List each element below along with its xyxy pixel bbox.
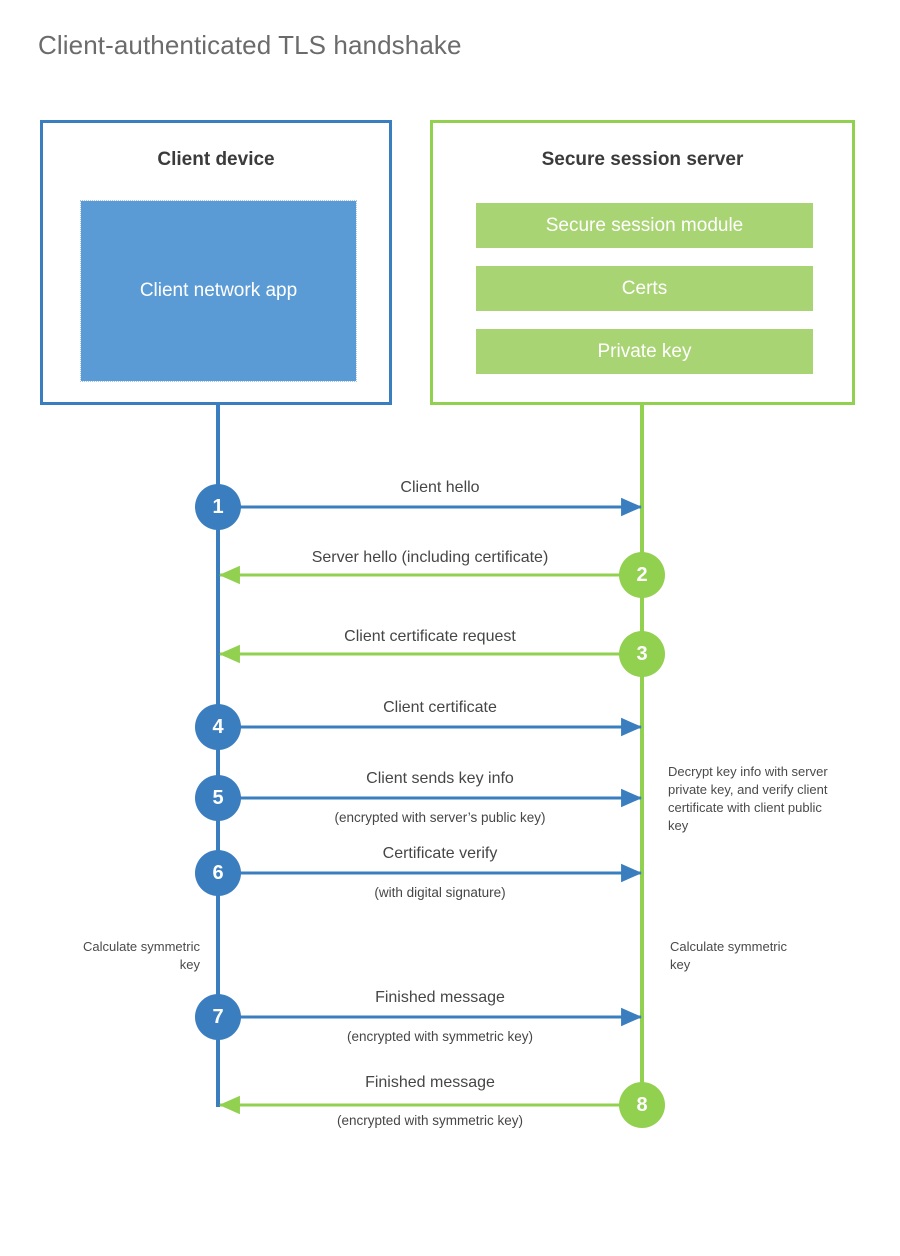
note-server-calculate-symmetric-key: Calculate symmetric key (670, 939, 788, 972)
note-server-decrypt: Decrypt key info with server private key… (668, 764, 828, 833)
step-circle-5[interactable]: 5 (195, 775, 241, 821)
server-module-secure-session-module: Secure session module (476, 203, 813, 248)
message-label-step-8: Finished message (365, 1074, 495, 1091)
message-label-step-6: Certificate verify (382, 845, 498, 862)
message-sublabel-step-8: (encrypted with symmetric key) (336, 1113, 524, 1128)
step-circle-4[interactable]: 4 (195, 704, 241, 750)
message-label-step-7: Finished message (375, 989, 505, 1006)
step-circle-3[interactable]: 3 (619, 631, 665, 677)
step-circle-2[interactable]: 2 (619, 552, 665, 598)
server-module-private-key: Private key (476, 329, 813, 374)
step-circle-8[interactable]: 8 (619, 1082, 665, 1128)
message-label-step-2: Server hello (including certificate) (311, 549, 549, 566)
server-module-certs: Certs (476, 266, 813, 311)
step-circle-7[interactable]: 7 (195, 994, 241, 1040)
client-device-box: Client device Client network app (40, 120, 392, 405)
message-sublabel-step-6: (with digital signature) (374, 885, 506, 900)
message-label-step-4: Client certificate (383, 699, 497, 716)
message-label-step-5: Client sends key info (366, 770, 514, 787)
client-network-app-block: Client network app (80, 200, 357, 382)
message-label-step-3: Client certificate request (344, 628, 516, 645)
secure-session-server-title: Secure session server (541, 149, 744, 170)
note-client-calculate-symmetric-key: Calculate symmetric key (82, 939, 200, 972)
message-label-step-1: Client hello (400, 479, 480, 496)
client-device-title: Client device (157, 149, 275, 170)
step-circle-6[interactable]: 6 (195, 850, 241, 896)
step-circle-1[interactable]: 1 (195, 484, 241, 530)
message-sublabel-step-7: (encrypted with symmetric key) (346, 1029, 534, 1044)
page-title: Client-authenticated TLS handshake (38, 30, 462, 60)
message-sublabel-step-5: (encrypted with server’s public key) (334, 810, 546, 825)
secure-session-server-box: Secure session server Secure session mod… (430, 120, 855, 405)
